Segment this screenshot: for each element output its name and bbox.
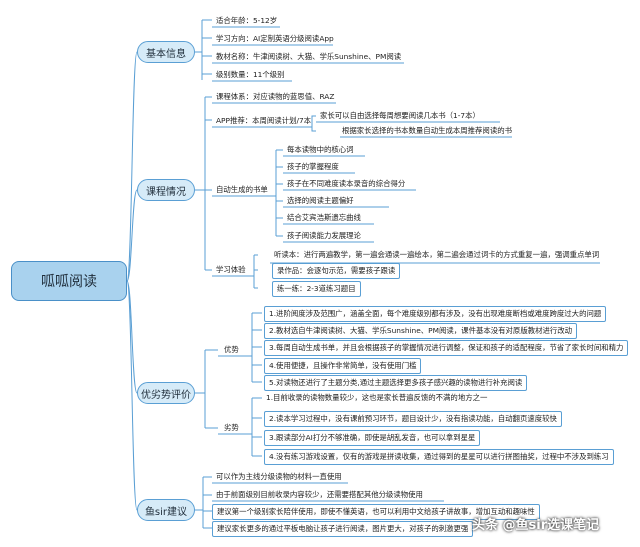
experience-item: 录作品：会逐句示范，需要孩子跟读 (272, 263, 401, 279)
advice-item: 建议第一个级别家长陪伴使用，即使不懂英语，也可以利用中文给孩子讲故事，增加互动和… (212, 504, 540, 520)
category-advice: 鱼sir建议 (137, 499, 195, 521)
watermark: 头条 @鱼sir选课笔记 (472, 518, 600, 533)
category-course: 课程情况 (137, 179, 195, 201)
auto-book-item: 孩子的掌握程度 (287, 162, 339, 171)
auto-book-item: 孩子阅读能力发展理论 (287, 231, 361, 240)
category-evaluation-label: 优劣势评价 (141, 389, 191, 401)
basic-item: 适合年龄：5-12岁 (216, 16, 278, 25)
basic-item: 级别数量：11个级别 (216, 70, 285, 79)
cons-item: 4.没有练习游戏设置，仅有的游戏是拼读收集，通过得到的星星可以进行拼图抽奖，过程… (264, 449, 614, 465)
pros-item: 2.教材选自牛津阅读树、大猫、学乐Sunshine、PM阅读，课件基本没有对原版… (264, 323, 578, 339)
advice-item: 由于前面级别目前收录内容较少，还需要搭配其他分级读物使用 (216, 490, 423, 499)
pros-item: 4.使用便捷，且操作非常简单，没有使用门槛 (264, 358, 422, 374)
category-basic-info-label: 基本信息 (146, 48, 186, 60)
auto-book-item: 结合艾宾浩斯遗忘曲线 (287, 213, 361, 222)
category-advice-label: 鱼sir建议 (144, 506, 188, 518)
cons-label: 劣势 (224, 423, 239, 432)
app-rec-item: 根据家长选择的书本数量自动生成本周推荐阅读的书 (342, 126, 512, 135)
app-rec-item: 家长可以自由选择每周想要阅读几本书（1-7本） (320, 111, 480, 120)
pros-label: 优势 (224, 345, 239, 354)
basic-item: 学习方向：AI定制英语分级阅读App (216, 34, 334, 43)
learning-experience: 学习体验 (216, 265, 246, 274)
root-node: 呱呱阅读 (11, 261, 127, 301)
category-evaluation: 优劣势评价 (137, 382, 195, 404)
cons-item: 3.跟读部分AI打分不够准确，即使是胡乱发音，也可以拿到星星 (264, 430, 481, 446)
root-label: 呱呱阅读 (41, 274, 97, 290)
experience-item: 听读本：进行两遍教学，第一遍会通读一遍绘本，第二遍会通过词卡的方式重复一遍，强调… (274, 250, 600, 259)
experience-item: 练一练：2-3道练习题目 (272, 281, 361, 297)
advice-item: 可以作为主线分级读物的材料一直使用 (216, 472, 342, 481)
advice-item: 建议家长更多的通过平板电脑让孩子进行阅读，图片更大，对孩子的刺激更强 (212, 521, 474, 537)
auto-book-item: 选择的阅读主题偏好 (287, 196, 354, 205)
basic-item: 教材名称：牛津阅读树、大猫、学乐Sunshine、PM阅读 (216, 52, 402, 61)
pros-item: 1.进阶阅度涉及范围广，涵盖全面，每个难度级别都有涉及，没有出现难度断档或难度跨… (264, 306, 607, 322)
auto-book-list: 自动生成的书单 (216, 185, 268, 194)
auto-book-item: 每本读物中的核心词 (287, 145, 354, 154)
cons-item: 2.读本学习过程中，没有课前预习环节，题目设计少，没有指读功能，自动翻页速度较快 (264, 411, 562, 427)
pros-item: 3.每周自动生成书单，并且会根据孩子的掌握情况进行调整，保证和孩子的适配程度，节… (264, 340, 629, 356)
app-recommendation: APP推荐：本周阅读计划/7本 (216, 116, 312, 125)
course-system: 课程体系：对应读物的蓝思值、RAZ (216, 92, 335, 101)
pros-item: 5.对读物还进行了主题分类,通过主题选择更多孩子感兴趣的读物进行补充阅读 (264, 375, 528, 391)
category-basic-info: 基本信息 (137, 41, 195, 63)
category-course-label: 课程情况 (146, 186, 186, 198)
cons-item: 1.目前收录的读物数量较少，这也是家长普遍反馈的不满的地方之一 (266, 393, 488, 402)
auto-book-item: 孩子在不同难度读本录音的综合得分 (287, 179, 406, 188)
